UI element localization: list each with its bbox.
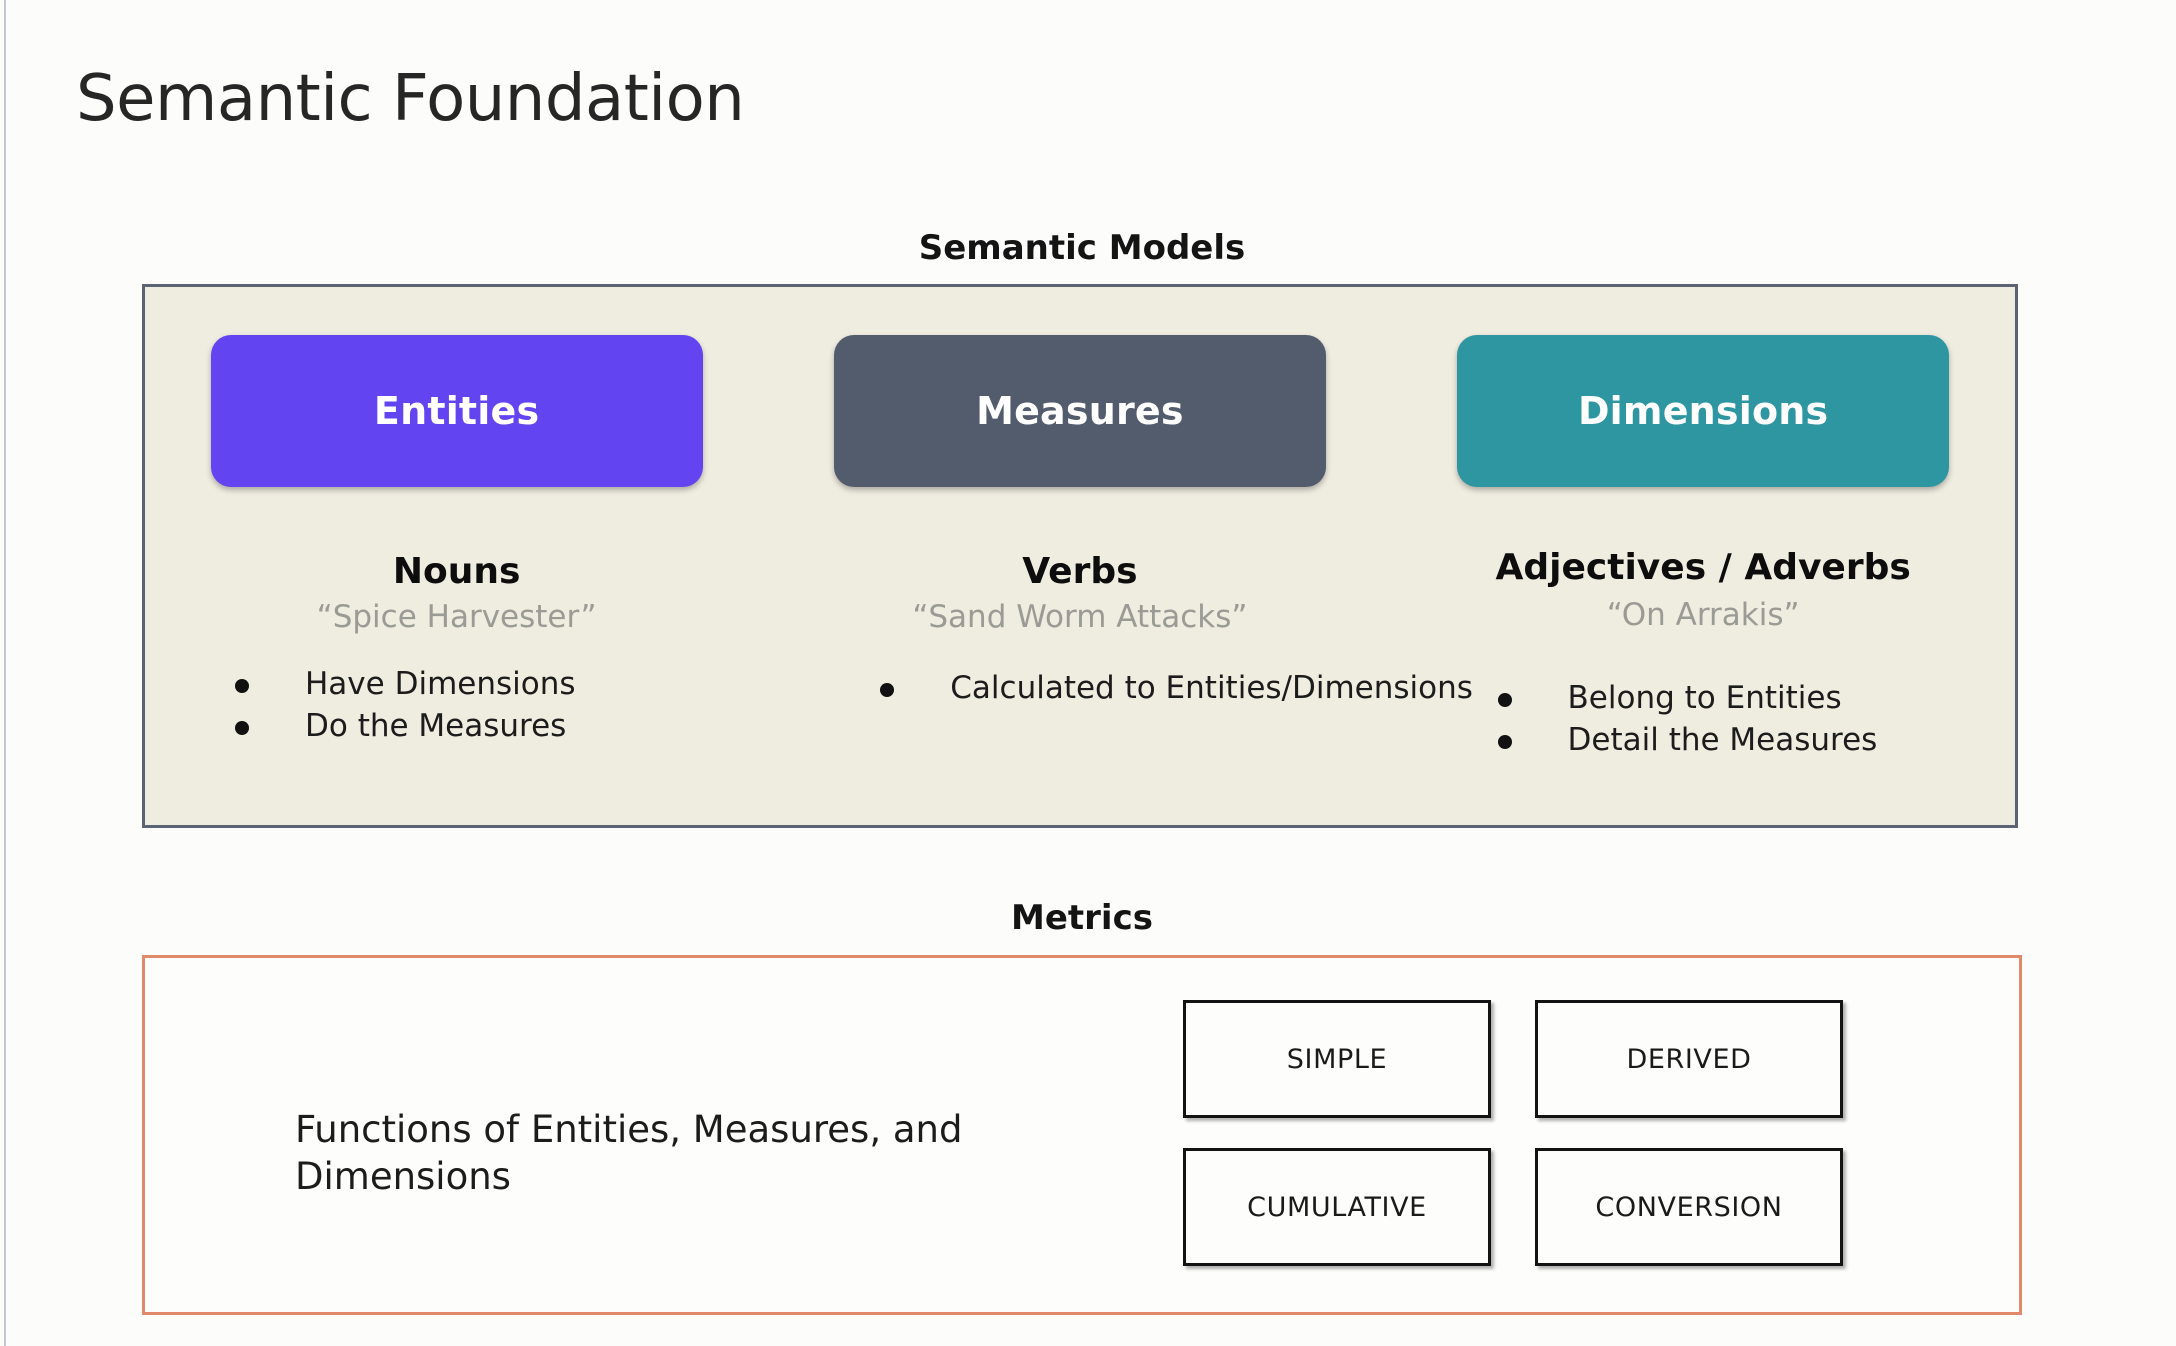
entities-bullet-text: Have Dimensions: [305, 666, 576, 702]
page-title: Semantic Foundation: [76, 62, 745, 136]
measures-bullet-list: Calculated to Entities/Dimensions: [768, 669, 1527, 711]
entities-card-label: Entities: [373, 389, 540, 433]
semantic-column-measures: Measures Verbs “Sand Worm Attacks” Calcu…: [768, 287, 1473, 825]
metric-box-conversion[interactable]: CONVERSION: [1535, 1148, 1843, 1266]
metric-type-grid: SIMPLE DERIVED CUMULATIVE CONVERSION: [1183, 1000, 1843, 1266]
bullet-dot-icon: [1497, 693, 1512, 707]
dimensions-bullet-list: Belong to Entities Detail the Measures: [1392, 679, 2145, 762]
entities-part-of-speech: Nouns: [392, 551, 521, 592]
metrics-panel: Functions of Entities, Measures, and Dim…: [142, 955, 2022, 1315]
metrics-heading: Metrics: [1011, 898, 1153, 938]
entities-card[interactable]: Entities: [210, 335, 703, 487]
dimensions-bullet-text: Detail the Measures: [1567, 721, 1878, 758]
left-edge-rule: [4, 0, 6, 1346]
bullet-dot-icon: [235, 720, 249, 735]
list-item: Belong to Entities: [1497, 679, 2121, 719]
measures-bullet-text: Calculated to Entities/Dimensions: [950, 670, 1473, 706]
measures-card[interactable]: Measures: [833, 335, 1326, 487]
metric-box-cumulative[interactable]: CUMULATIVE: [1183, 1148, 1491, 1266]
metric-box-label: CONVERSION: [1595, 1191, 1783, 1223]
dimensions-part-of-speech: Adjectives / Adverbs: [1495, 547, 1911, 588]
semantic-column-dimensions: Dimensions Adjectives / Adverbs “On Arra…: [1392, 287, 2015, 825]
bullet-dot-icon: [235, 679, 249, 693]
dimensions-card[interactable]: Dimensions: [1457, 335, 1950, 487]
metrics-description: Functions of Entities, Measures, and Dim…: [295, 1108, 963, 1199]
entities-bullet-text: Do the Measures: [305, 707, 567, 744]
metric-box-label: CUMULATIVE: [1247, 1191, 1427, 1223]
dimensions-card-label: Dimensions: [1577, 389, 1829, 433]
dimensions-example: “On Arrakis”: [1606, 597, 1800, 633]
measures-card-label: Measures: [976, 389, 1184, 433]
semantic-models-heading: Semantic Models: [918, 228, 1246, 268]
bullet-dot-icon: [880, 683, 895, 697]
metric-box-label: DERIVED: [1626, 1043, 1752, 1075]
entities-example: “Spice Harvester”: [316, 599, 597, 635]
semantic-models-panel: Entities Nouns “Spice Harvester” Have Di…: [142, 284, 2018, 828]
metric-box-label: SIMPLE: [1286, 1043, 1388, 1075]
bullet-dot-icon: [1497, 734, 1512, 749]
measures-example: “Sand Worm Attacks”: [912, 599, 1248, 635]
metric-box-simple[interactable]: SIMPLE: [1183, 1000, 1491, 1118]
list-item: Do the Measures: [235, 707, 858, 747]
list-item: Calculated to Entities/Dimensions: [880, 669, 1503, 709]
list-item: Have Dimensions: [235, 665, 858, 705]
entities-bullet-list: Have Dimensions Do the Measures: [145, 665, 894, 748]
dimensions-bullet-text: Belong to Entities: [1567, 680, 1842, 716]
semantic-column-entities: Entities Nouns “Spice Harvester” Have Di…: [145, 287, 768, 825]
measures-part-of-speech: Verbs: [1022, 551, 1138, 592]
metric-box-derived[interactable]: DERIVED: [1535, 1000, 1843, 1118]
list-item: Detail the Measures: [1497, 721, 2121, 761]
